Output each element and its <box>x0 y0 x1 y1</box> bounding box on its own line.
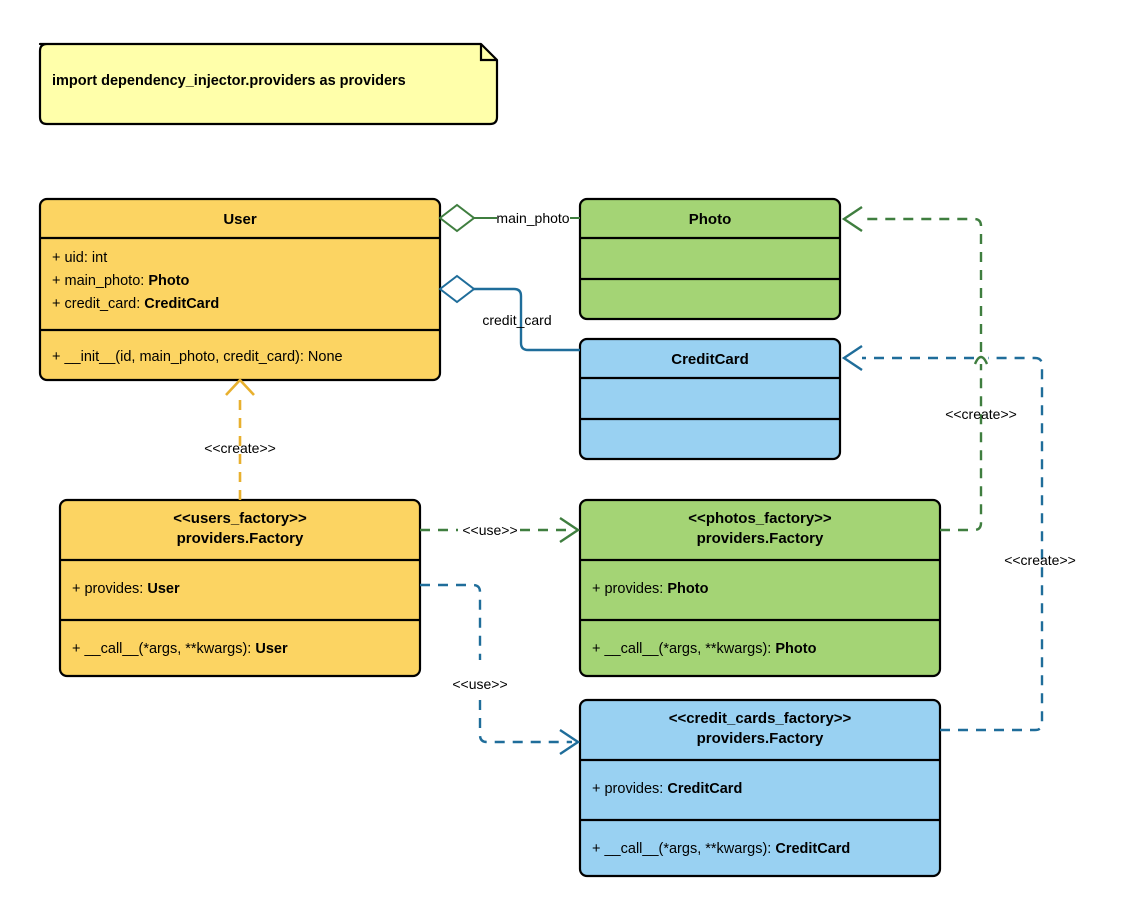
use-arrowhead-icon <box>559 729 581 755</box>
use-arrowhead-icon <box>559 517 581 543</box>
edge-label-create-credit-card: <<create>> <box>1004 552 1076 568</box>
class-photos-factory-stereotype: <<photos_factory>> <box>688 510 832 527</box>
class-user-title: User <box>223 211 257 228</box>
class-users-factory-attr-0: + provides: User <box>72 581 180 597</box>
class-credit-cards-factory-method-0: + __call__(*args, **kwargs): CreditCard <box>592 841 850 857</box>
edge-users-factory-uses-credit-cards-factory: <<use>> <box>420 583 581 755</box>
class-user-attr-0: + uid: int <box>52 250 107 266</box>
class-photos-factory-attr-0: + provides: Photo <box>592 581 709 597</box>
class-credit-card-title: CreditCard <box>671 351 749 368</box>
create-arrowhead-icon <box>225 378 255 396</box>
edge-user-credit-card: credit_card <box>438 274 580 352</box>
class-users-factory-title: providers.Factory <box>177 530 304 547</box>
create-arrowhead-icon <box>841 345 863 371</box>
class-credit-cards-factory-title: providers.Factory <box>697 730 824 747</box>
edge-label-credit-card: credit_card <box>482 312 551 328</box>
edge-label-use-credit-cards: <<use>> <box>452 676 507 692</box>
class-credit-cards-factory[interactable]: <<credit_cards_factory>> providers.Facto… <box>578 698 942 878</box>
class-user[interactable]: User + uid: int + main_photo: Photo + cr… <box>38 197 442 382</box>
class-users-factory[interactable]: <<users_factory>> providers.Factory + pr… <box>58 498 422 678</box>
create-arrowhead-icon <box>841 206 863 232</box>
class-user-method-0: + __init__(id, main_photo, credit_card):… <box>52 349 343 365</box>
class-users-factory-stereotype: <<users_factory>> <box>173 510 307 527</box>
edge-label-create-user: <<create>> <box>204 440 276 456</box>
edge-credit-cards-factory-creates-credit-card: <<create>> <box>841 345 1076 732</box>
edge-label-create-photo: <<create>> <box>945 406 1017 422</box>
note-import: import dependency_injector.providers as … <box>38 42 499 126</box>
class-credit-cards-factory-stereotype: <<credit_cards_factory>> <box>669 710 852 727</box>
class-users-factory-method-0: + __call__(*args, **kwargs): User <box>72 641 288 657</box>
class-photos-factory-title: providers.Factory <box>697 530 824 547</box>
note-fold-icon <box>479 44 497 62</box>
edge-users-factory-creates-user: <<create>> <box>204 378 276 500</box>
line-hop-icon <box>973 355 989 365</box>
aggregation-diamond-icon <box>438 203 476 233</box>
edge-label-use-photos: <<use>> <box>462 522 517 538</box>
class-photos-factory-method-0: + __call__(*args, **kwargs): Photo <box>592 641 817 657</box>
edge-users-factory-uses-photos-factory: <<use>> <box>420 517 581 543</box>
edge-user-main-photo: main_photo <box>438 203 580 233</box>
class-photos-factory[interactable]: <<photos_factory>> providers.Factory + p… <box>578 498 942 678</box>
class-photo-title: Photo <box>689 211 732 228</box>
aggregation-diamond-icon <box>438 274 476 304</box>
class-photo[interactable]: Photo <box>578 197 842 321</box>
note-text: import dependency_injector.providers as … <box>52 73 406 89</box>
class-user-attr-1: + main_photo: Photo <box>52 273 190 289</box>
edge-photos-factory-creates-photo: <<create>> <box>841 206 1017 532</box>
class-credit-cards-factory-attr-0: + provides: CreditCard <box>592 781 742 797</box>
edge-label-main-photo: main_photo <box>496 210 569 226</box>
class-user-attr-2: + credit_card: CreditCard <box>52 296 219 312</box>
class-credit-card[interactable]: CreditCard <box>578 337 842 461</box>
